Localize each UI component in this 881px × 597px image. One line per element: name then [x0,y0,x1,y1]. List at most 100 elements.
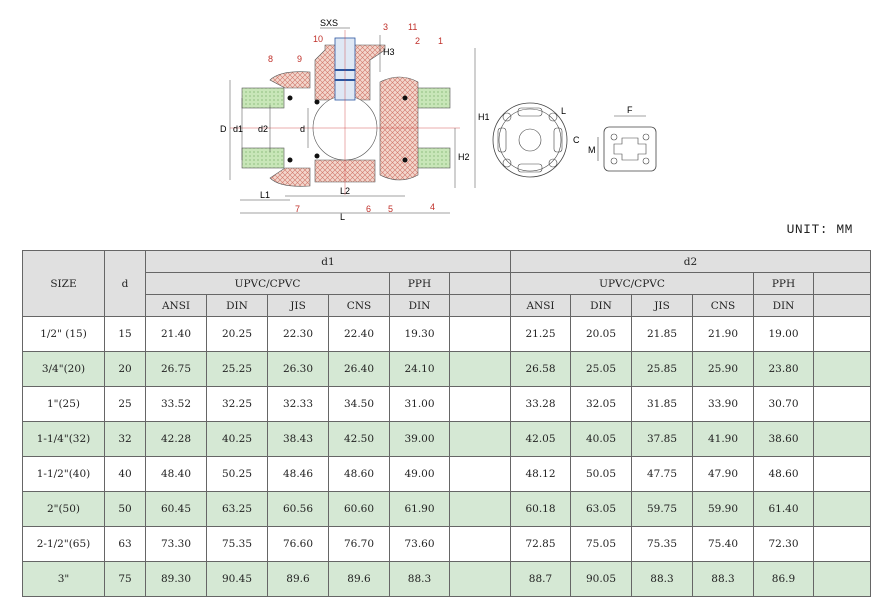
d1-cell: 20.25 [206,316,268,352]
dim-L2: L2 [340,186,350,196]
d2-cell: 61.40 [753,491,814,527]
part-8: 8 [268,54,273,64]
d1-cell: 22.30 [267,316,329,352]
d1-cell: 60.60 [328,491,390,527]
d1-cell: 42.28 [145,421,207,457]
d2-cell: 38.60 [753,421,814,457]
d2-cell: 21.25 [510,316,571,352]
header-d1-jis: JIS [267,294,329,317]
d2-cell: 86.9 [753,561,814,597]
d1-cell: 76.70 [328,526,390,562]
d1-cell: 26.75 [145,351,207,387]
d2-cell: 37.85 [631,421,693,457]
d-cell: 40 [104,456,146,492]
part-number-labels: 1 2 3 4 5 6 7 8 9 10 11 [268,22,443,214]
dim-L: L [340,212,345,222]
d2-cell: 23.80 [753,351,814,387]
d2-cell: 48.12 [510,456,571,492]
size-cell: 1-1/2"(40) [22,456,105,492]
d2-cell: 59.75 [631,491,693,527]
dim-sxs: SXS [320,18,338,28]
d2-cell: 88.3 [692,561,754,597]
header-d1-blank [449,272,511,295]
header-d1-blank-sub [449,294,511,317]
square-label-F: F [627,105,633,115]
d1-cell: 89.6 [328,561,390,597]
header-d2-jis: JIS [631,294,693,317]
d2-cell [813,456,871,492]
d1-cell: 19.30 [389,316,450,352]
d2-cell: 72.30 [753,526,814,562]
flange-label-C: C [573,135,580,145]
dim-d2: d2 [258,124,268,134]
d2-cell: 31.85 [631,386,693,422]
d1-cell [449,491,511,527]
d1-cell: 89.30 [145,561,207,597]
d1-cell [449,526,511,562]
header-d2: d2 [510,250,871,273]
flange-label-L: L [561,106,566,116]
d1-cell: 26.40 [328,351,390,387]
d2-cell: 32.05 [570,386,632,422]
header-d1-upvc: UPVC/CPVC [145,272,390,295]
d1-cell: 22.40 [328,316,390,352]
d2-cell: 19.00 [753,316,814,352]
d1-cell: 61.90 [389,491,450,527]
header-d2-din: DIN [570,294,632,317]
d1-cell: 76.60 [267,526,329,562]
d2-cell: 88.3 [631,561,693,597]
d1-cell [449,351,511,387]
header-d2-cns: CNS [692,294,754,317]
size-cell: 2"(50) [22,491,105,527]
size-cell: 3/4"(20) [22,351,105,387]
dim-D: D [220,124,227,134]
d2-cell: 20.05 [570,316,632,352]
d2-cell: 47.90 [692,456,754,492]
dim-d: d [300,124,305,134]
d2-cell: 41.90 [692,421,754,457]
dimension-table: SIZE d d1 d2 UPVC/CPVC PPH UPVC/CPVC PPH… [22,250,871,597]
d1-cell: 38.43 [267,421,329,457]
part-9: 9 [297,54,302,64]
d1-cell: 90.45 [206,561,268,597]
d2-cell [813,386,871,422]
d1-cell: 60.45 [145,491,207,527]
d-cell: 50 [104,491,146,527]
d1-cell: 25.25 [206,351,268,387]
part-6: 6 [366,204,371,214]
d1-cell [449,386,511,422]
header-d2-upvc: UPVC/CPVC [510,272,754,295]
d1-cell: 26.30 [267,351,329,387]
part-5: 5 [388,204,393,214]
d2-cell [813,421,871,457]
d-cell: 75 [104,561,146,597]
d1-cell: 48.60 [328,456,390,492]
dim-H1: H1 [478,112,490,122]
d1-cell: 21.40 [145,316,207,352]
d-cell: 32 [104,421,146,457]
d2-cell: 60.18 [510,491,571,527]
d1-cell: 31.00 [389,386,450,422]
d2-cell [813,351,871,387]
part-10: 10 [313,34,323,44]
d2-cell: 21.90 [692,316,754,352]
part-1: 1 [438,36,443,46]
dim-L1: L1 [260,190,270,200]
d1-cell: 73.30 [145,526,207,562]
d2-cell: 75.35 [631,526,693,562]
d2-cell [813,491,871,527]
d-cell: 15 [104,316,146,352]
dim-H2: H2 [458,152,470,162]
d2-cell: 40.05 [570,421,632,457]
d1-cell: 32.33 [267,386,329,422]
d1-cell: 48.40 [145,456,207,492]
d1-cell: 89.6 [267,561,329,597]
header-size: SIZE [22,250,105,317]
